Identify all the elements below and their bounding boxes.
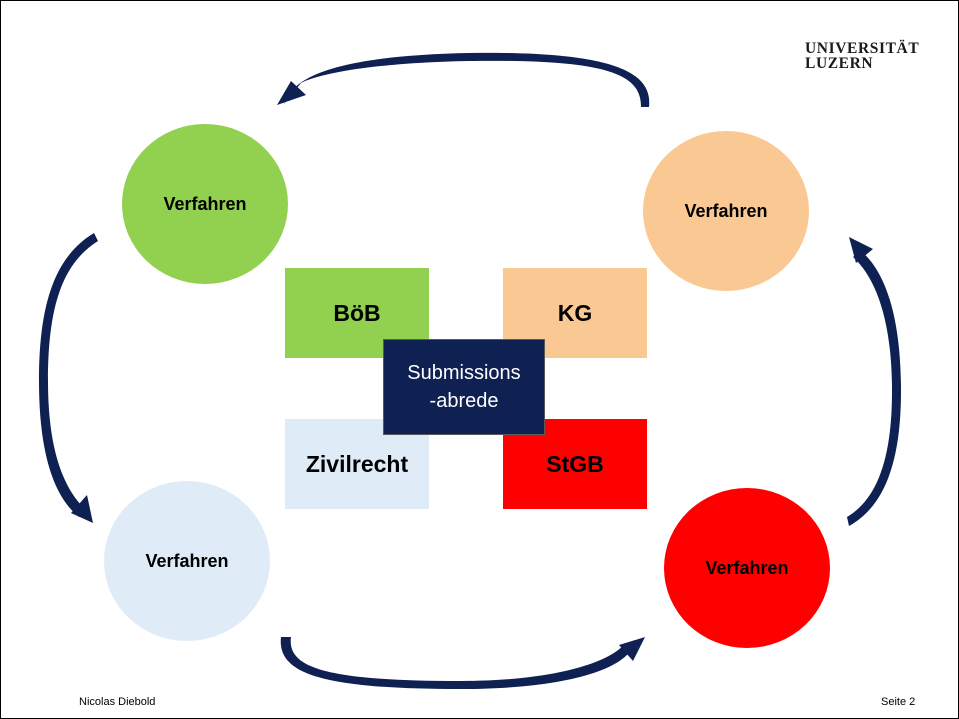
procedure-circle-bottom-left: Verfahren (104, 481, 270, 641)
footer-page-number: Seite 2 (881, 696, 916, 708)
arrow-top (277, 52, 650, 107)
center-line-2: -abrede (429, 390, 499, 412)
arrow-left (39, 233, 98, 523)
circle-label: Verfahren (145, 550, 229, 571)
arrow-right (847, 237, 901, 526)
arrow-bottom (280, 637, 645, 689)
box-label: StGB (546, 450, 604, 477)
procedure-circle-top-left: Verfahren (122, 124, 288, 284)
box-label: Zivilrecht (305, 450, 409, 477)
procedure-circle-bottom-right: Verfahren (664, 488, 830, 648)
center-box-submissionsabrede: Submissions -abrede (383, 339, 545, 435)
box-label: KG (557, 299, 593, 326)
logo-line-2: LUZERN (805, 55, 874, 72)
center-line-1: Submissions (407, 362, 521, 384)
circle-label: Verfahren (163, 193, 247, 214)
footer-author: Nicolas Diebold (79, 696, 156, 708)
procedure-circle-top-right: Verfahren (643, 131, 809, 291)
circle-label: Verfahren (684, 200, 768, 221)
circle-label: Verfahren (705, 557, 789, 578)
university-logo: UNIVERSITÄT LUZERN (805, 40, 920, 72)
logo-line-1: UNIVERSITÄT (805, 40, 920, 57)
box-label: BöB (333, 299, 381, 326)
